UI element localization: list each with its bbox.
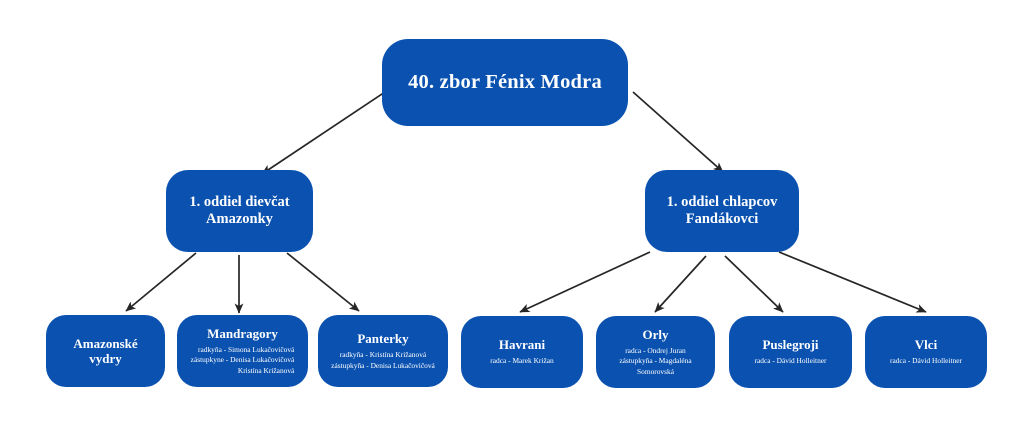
connector-zbor-to-amazonky xyxy=(261,91,386,175)
node-vlci-title: Vlci xyxy=(914,337,938,353)
connector-zbor-to-fandakovci xyxy=(632,91,724,173)
node-havrani-subtitle: radca - Marek Križan xyxy=(490,356,554,366)
node-amazonske-vydry[interactable]: Amazonské vydry xyxy=(46,315,165,387)
node-panterky-title: Panterky xyxy=(357,330,409,346)
node-mandragory-subtitle: radkyňa - Simona Lukačovičová zástupkyne… xyxy=(190,344,295,375)
connector-amazonky-to-amazonske-vydry xyxy=(125,252,197,312)
node-panterky[interactable]: Panterky radkyňa - Kristína Križanová zá… xyxy=(318,315,448,387)
node-orly-subtitle: radca - Ondrej Juran zástupkyňa - Magdal… xyxy=(619,345,692,376)
node-fandakovci-title: 1. oddiel chlapcov Fandákovci xyxy=(666,193,778,227)
node-vlci-subtitle: radca - Dávid Holleitner xyxy=(889,356,963,366)
node-orly-title: Orly xyxy=(642,326,669,342)
node-zbor-title: 40. zbor Fénix Modra xyxy=(408,71,602,94)
node-puslegroji-title: Puslegroji xyxy=(762,337,819,353)
connector-fandakovci-to-puslegroji xyxy=(724,255,784,313)
node-havrani[interactable]: Havrani radca - Marek Križan xyxy=(461,316,583,388)
connector-fandakovci-to-havrani xyxy=(519,251,651,313)
node-zbor[interactable]: 40. zbor Fénix Modra xyxy=(382,39,628,126)
node-havrani-title: Havrani xyxy=(498,337,546,353)
node-amazonky-title: 1. oddiel dievčat Amazonky xyxy=(189,193,290,227)
node-mandragory-title: Mandragory xyxy=(207,325,278,341)
connector-fandakovci-to-vlci xyxy=(778,251,927,313)
node-panterky-subtitle: radkyňa - Kristína Križanová zástupkyňa … xyxy=(331,350,435,370)
node-amazonky[interactable]: 1. oddiel dievčat Amazonky xyxy=(166,170,313,252)
node-orly[interactable]: Orly radca - Ondrej Juran zástupkyňa - M… xyxy=(596,316,715,388)
node-vlci[interactable]: Vlci radca - Dávid Holleitner xyxy=(865,316,987,388)
connector-amazonky-to-panterky xyxy=(286,252,360,312)
node-puslegroji-subtitle: radca - Dávid Holleitner xyxy=(754,356,827,366)
node-fandakovci[interactable]: 1. oddiel chlapcov Fandákovci xyxy=(645,170,799,252)
node-mandragory[interactable]: Mandragory radkyňa - Simona Lukačovičová… xyxy=(177,315,308,387)
node-puslegroji[interactable]: Puslegroji radca - Dávid Holleitner xyxy=(729,316,852,388)
connector-fandakovci-to-orly xyxy=(654,255,707,313)
node-amazonske-vydry-title: Amazonské vydry xyxy=(73,335,138,366)
